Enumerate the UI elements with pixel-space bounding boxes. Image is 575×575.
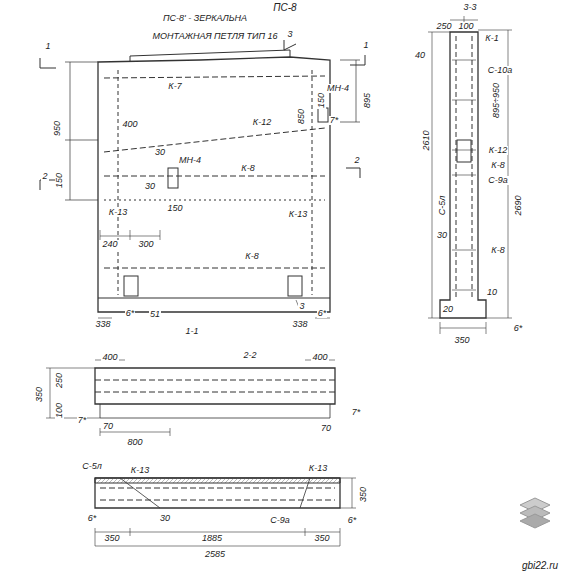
dimension-label: 150 bbox=[318, 91, 327, 108]
dimension-label: 1 bbox=[362, 41, 369, 50]
callout-label: К-13 bbox=[288, 210, 308, 219]
callout-label: К-13 bbox=[130, 466, 150, 475]
callout-label: К-7 bbox=[167, 82, 182, 91]
dimension-label: 850 bbox=[298, 107, 307, 124]
dimension-label: 2690 bbox=[514, 194, 523, 216]
callout-label: С-5л bbox=[438, 194, 447, 216]
callout-label: 7* bbox=[351, 408, 362, 417]
callout-label: К-12 bbox=[488, 146, 508, 155]
dimension-label: 338 bbox=[291, 320, 308, 329]
dimension-label: 950 bbox=[54, 119, 63, 136]
dimension-label: 2585 bbox=[204, 550, 226, 559]
callout-label: С-9а bbox=[487, 176, 509, 185]
dimension-label: 2 bbox=[353, 156, 360, 165]
dimension-label: 2610 bbox=[422, 129, 431, 151]
dimension-label: 240 bbox=[101, 240, 118, 249]
callout-label: МН-4 bbox=[178, 156, 202, 165]
dimension-label: 100 bbox=[457, 22, 474, 31]
dimension-label: 150 bbox=[166, 204, 183, 213]
dimension-label: 350 bbox=[103, 534, 120, 543]
callout-label: 7* bbox=[77, 416, 88, 425]
dimension-label: 400 bbox=[311, 353, 328, 362]
callout-label: С-5л bbox=[81, 462, 103, 471]
callout-label: 6* bbox=[125, 309, 136, 318]
dimension-label: 350 bbox=[36, 385, 45, 402]
dimension-label: 30 bbox=[159, 514, 171, 523]
callout-label: К-13 bbox=[108, 208, 128, 217]
callout-label: С-9а bbox=[269, 516, 291, 525]
drawing-title: ПС-8 bbox=[272, 3, 297, 13]
callout-label: 1-1 bbox=[184, 327, 199, 336]
dimension-label: 400 bbox=[121, 120, 138, 129]
callout-label: К-12 bbox=[252, 118, 272, 127]
dimension-label: 350 bbox=[453, 336, 470, 345]
dimension-label: 70 bbox=[102, 422, 114, 431]
dimension-label: 250 bbox=[56, 371, 65, 388]
dimension-label: 3 bbox=[298, 302, 305, 311]
callout-label: К-13 bbox=[308, 464, 328, 473]
callout-label: К-8 bbox=[490, 161, 505, 170]
callout-label: К-1 bbox=[484, 34, 499, 43]
callout-label: С-10а bbox=[487, 66, 514, 75]
callout-label: 6* bbox=[347, 516, 358, 525]
dimension-label: 1 bbox=[44, 42, 51, 51]
dimension-label: 895÷950 bbox=[491, 82, 500, 119]
dimension-label: 20 bbox=[442, 305, 454, 314]
callout-label: 6* bbox=[87, 514, 98, 523]
dimension-label: 10 bbox=[486, 288, 498, 297]
callout-label: 7* bbox=[329, 116, 340, 125]
dimension-label: 338 bbox=[94, 320, 111, 329]
dimension-label: 895 bbox=[364, 91, 373, 108]
dimension-label: 30 bbox=[436, 231, 448, 240]
callout-label: 6* bbox=[513, 324, 524, 333]
callout-label: ПС-8' - ЗЕРКАЛЬНА bbox=[162, 14, 248, 23]
dimension-label: 30 bbox=[154, 148, 166, 157]
dimension-label: 30 bbox=[144, 182, 156, 191]
dimension-label: 40 bbox=[414, 51, 426, 60]
callout-label: К-8 bbox=[244, 252, 259, 261]
dimension-label: 3 bbox=[286, 30, 293, 39]
callout-label: МОНТАЖНАЯ ПЕТЛЯ ТИП 16 bbox=[151, 32, 278, 41]
dimension-label: 300 bbox=[137, 240, 154, 249]
dimension-label: 1885 bbox=[201, 534, 223, 543]
callout-label: 3-3 bbox=[462, 3, 477, 12]
dimension-label: 2 bbox=[41, 172, 48, 181]
dimension-label: 70 bbox=[320, 424, 332, 433]
dimension-label: 350 bbox=[360, 485, 369, 502]
dimension-label: 51 bbox=[149, 310, 161, 319]
callout-label: 2-2 bbox=[242, 351, 257, 360]
dimension-label: 150 bbox=[56, 171, 65, 188]
dimension-label: 800 bbox=[126, 438, 143, 447]
callout-label: МН-4 bbox=[326, 84, 350, 93]
dimension-label: 400 bbox=[101, 353, 118, 362]
callout-label: К-8 bbox=[490, 246, 505, 255]
dimension-label: 250 bbox=[435, 22, 452, 31]
dimension-label: 100 bbox=[56, 401, 65, 418]
callout-label: gbi22.ru bbox=[521, 561, 559, 571]
callout-label: К-8 bbox=[240, 164, 255, 173]
dimension-label: 350 bbox=[313, 534, 330, 543]
callout-label: 6* bbox=[317, 309, 328, 318]
